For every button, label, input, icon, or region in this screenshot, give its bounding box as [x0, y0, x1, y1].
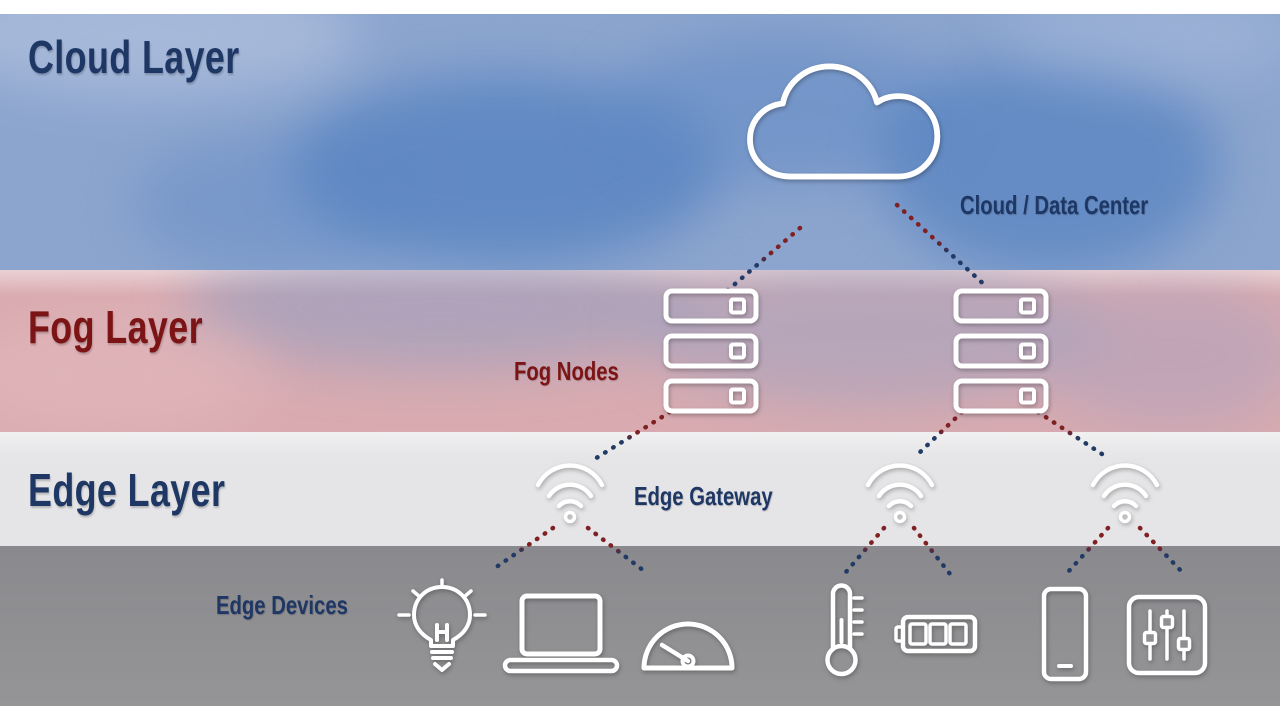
fog-server-stack-icon-1 [663, 288, 759, 414]
fog-blob [180, 270, 700, 370]
cloud-layer-title: Cloud Layer [28, 30, 299, 84]
cloud-layer-title-text: Cloud Layer [28, 31, 240, 83]
edge-layer-title-text: Edge Layer [28, 464, 226, 516]
fog-server-stack-icon-2 [953, 288, 1049, 414]
fog-nodes-label: Fog Nodes [514, 356, 648, 387]
cloud-layer-band [0, 14, 1280, 270]
thermometer-icon [816, 582, 868, 680]
cloud-blob [130, 134, 410, 270]
edge-gateway-label-text: Edge Gateway [634, 481, 773, 511]
wifi-gateway-icon-3 [1083, 455, 1167, 525]
cloud-node-label-text: Cloud / Data Center [960, 190, 1149, 220]
cloud-icon [735, 58, 947, 185]
fog-blob [1040, 280, 1280, 430]
cloud-node-label: Cloud / Data Center [960, 190, 1201, 221]
smart-bulb-icon [396, 578, 488, 686]
fog-layer-title-text: Fog Layer [28, 301, 203, 353]
fog-layer-title: Fog Layer [28, 300, 252, 354]
laptop-icon [502, 593, 620, 675]
equalizer-icon [1126, 594, 1208, 676]
gauge-icon [637, 598, 739, 678]
wifi-gateway-icon-2 [858, 455, 942, 525]
wifi-gateway-icon-1 [528, 455, 612, 525]
battery-icon [893, 606, 981, 662]
edge-gateway-label: Edge Gateway [634, 481, 812, 512]
edge-devices-label-text: Edge Devices [216, 590, 348, 620]
fog-blob [0, 315, 270, 432]
smartphone-icon [1037, 586, 1093, 682]
edge-layer-title: Edge Layer [28, 463, 281, 517]
edge-devices-label: Edge Devices [216, 590, 385, 621]
fog-nodes-label-text: Fog Nodes [514, 356, 619, 386]
